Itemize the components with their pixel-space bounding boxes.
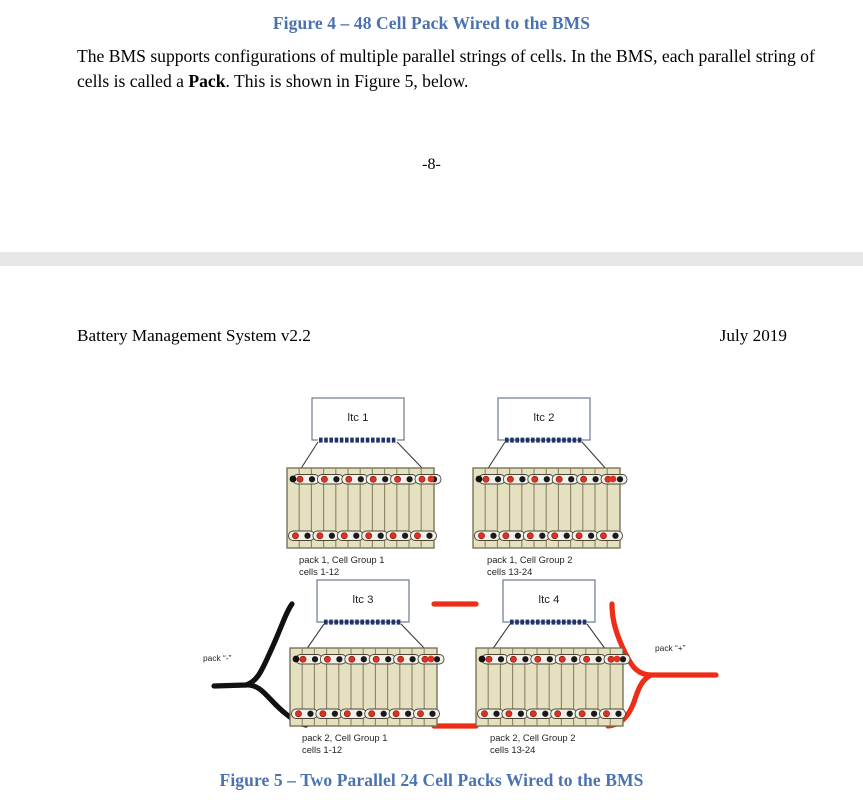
pack1-group2-pos-terminal — [609, 475, 617, 483]
pack1-group1-top-links — [292, 474, 442, 485]
pack1-group1-neg-terminal — [289, 475, 297, 483]
running-header-date: July 2019 — [719, 326, 787, 345]
pack1-group2-label-line2: cells 13-24 — [487, 566, 532, 577]
ltc-4-sense-connector — [510, 619, 587, 625]
pack1-group1-label-line2: cells 1-12 — [299, 566, 339, 577]
ltc-3-box: ltc 3 — [316, 579, 410, 623]
pack-positive-wire — [605, 601, 719, 729]
ltc-1-label: ltc 1 — [348, 412, 369, 424]
page-bottom-fragment: Figure 4 – 48 Cell Pack Wired to the BMS… — [0, 0, 863, 252]
pack-positive-label: pack “+” — [655, 643, 686, 653]
page-break-separator — [0, 252, 863, 266]
pack2-group2-pos-terminal — [613, 655, 621, 663]
pack1-group1-body — [286, 467, 442, 549]
pack2-group2-label-line1: pack 2, Cell Group 2 — [490, 732, 575, 743]
ltc-4-box: ltc 4 — [502, 579, 596, 623]
pack1-group2-neg-terminal — [475, 475, 483, 483]
pack1-group2-top-links — [478, 474, 628, 485]
pack2-group1-bottom-links — [291, 708, 440, 719]
pack2-group2-label-line2: cells 13-24 — [490, 744, 535, 754]
ltc-2-label: ltc 2 — [534, 412, 555, 424]
ltc-3-sense-connector — [324, 619, 401, 625]
ltc-3-harness — [305, 623, 427, 651]
ltc-2-box: ltc 2 — [497, 397, 591, 441]
pack2-group1-label-line1: pack 2, Cell Group 1 — [302, 732, 387, 743]
ltc-2-sense-connector — [505, 437, 582, 443]
body-paragraph: The BMS supports configurations of multi… — [77, 46, 815, 91]
pack2-group1-label-line2: cells 1-12 — [302, 744, 342, 754]
pack1-group2-body — [472, 467, 628, 549]
ltc-1-sense-connector — [318, 437, 397, 443]
figure-4-caption: Figure 4 – 48 Cell Pack Wired to the BMS — [272, 13, 591, 33]
running-header-title: Battery Management System v2.2 — [77, 326, 311, 345]
pack1-group1-label-line1: pack 1, Cell Group 1 — [299, 554, 384, 565]
pack2-group2-bottom-links — [477, 708, 626, 719]
pack1-group2-bottom-links — [474, 530, 623, 541]
ltc-1-box: ltc 1 — [311, 397, 405, 441]
pack-negative-label: pack “-” — [203, 653, 232, 663]
pack1-group2-label-line1: pack 1, Cell Group 2 — [487, 554, 572, 565]
pack2-group2-neg-terminal — [478, 655, 486, 663]
ltc-4-harness — [491, 623, 607, 651]
pack1-group1-bottom-links — [288, 530, 437, 541]
pack2-group1-body — [289, 647, 445, 727]
ltc-3-label: ltc 3 — [353, 594, 374, 606]
page-next: Battery Management System v2.2 July 2019 — [0, 266, 863, 800]
pack1-group1-pos-terminal — [427, 475, 435, 483]
pack2-group1-neg-terminal — [292, 655, 300, 663]
figure-5-diagram: ltc 1 — [0, 384, 863, 754]
figure-5-svg: ltc 1 — [203, 397, 719, 754]
ltc-2-harness — [486, 441, 608, 471]
pack2-group1-pos-terminal — [427, 655, 435, 663]
pack2-group1-top-links — [295, 654, 445, 665]
page-number: -8- — [422, 156, 441, 173]
ltc-1-harness — [299, 441, 425, 471]
figure-5-caption: Figure 5 – Two Parallel 24 Cell Packs Wi… — [219, 770, 644, 790]
pack2-group2-body — [475, 647, 631, 727]
ltc-4-label: ltc 4 — [539, 594, 560, 606]
pack2-group2-top-links — [481, 654, 631, 665]
